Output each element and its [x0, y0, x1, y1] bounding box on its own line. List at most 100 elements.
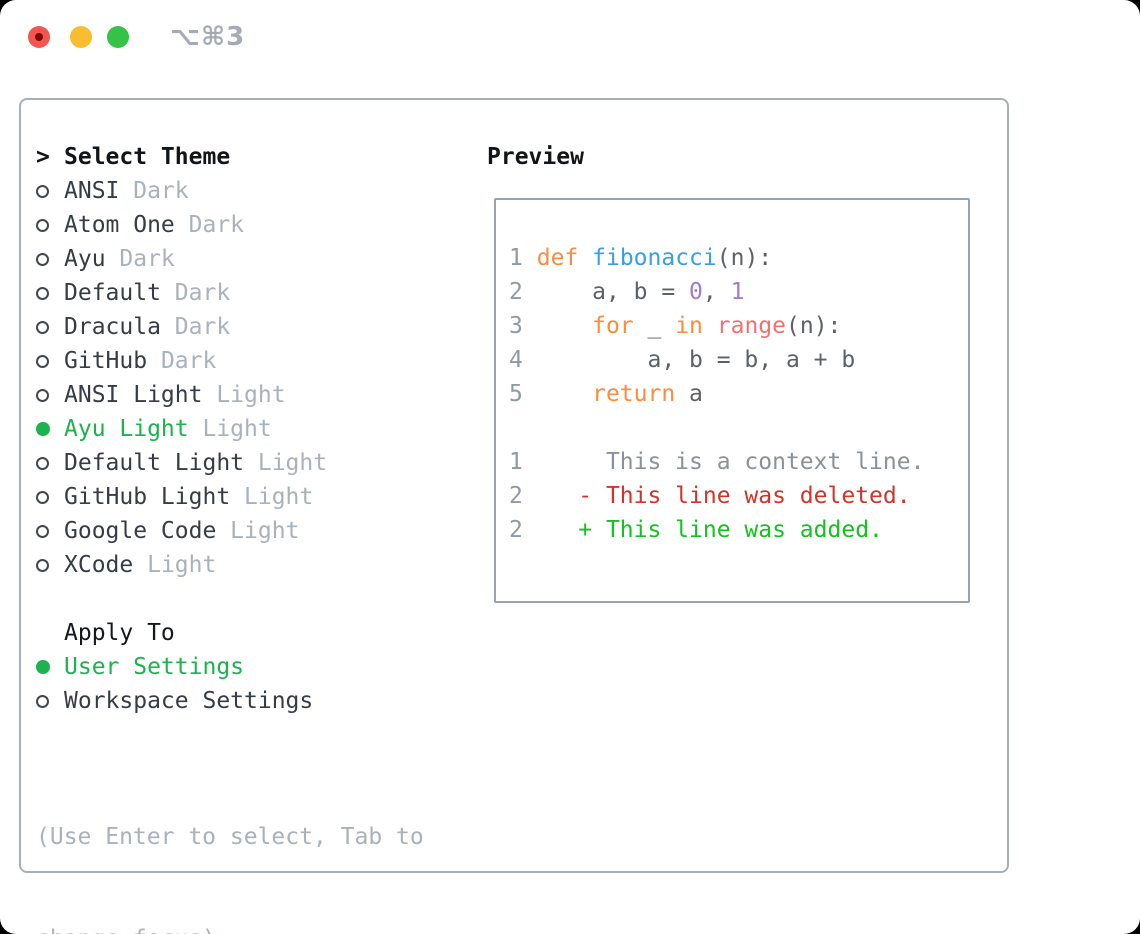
close-dot-icon	[35, 33, 43, 41]
theme-variant: Dark	[147, 348, 217, 374]
token-pl	[523, 245, 537, 271]
diff-line: 2 - This line was deleted.	[509, 479, 968, 513]
theme-name: Dracula	[64, 314, 161, 340]
radio-marker	[36, 456, 64, 470]
close-button[interactable]	[28, 26, 50, 48]
token-ln: 1	[509, 449, 523, 475]
token-pl	[578, 245, 592, 271]
token-kw: return	[592, 381, 676, 407]
hint-line-1: (Use Enter to select, Tab to	[36, 824, 424, 850]
token-num: 1	[730, 279, 745, 305]
token-pl: ,	[702, 279, 731, 305]
token-ln: 2	[509, 483, 523, 509]
theme-option[interactable]: Google Code Light	[36, 514, 487, 548]
token-pl: a, b =	[522, 279, 690, 305]
theme-option[interactable]: XCode Light	[36, 548, 487, 582]
hint-line-2: change focus)	[36, 922, 487, 934]
radio-icon	[36, 218, 49, 232]
radio-selected-icon	[36, 660, 50, 674]
code-line: 4 a, b = b, a + b	[509, 343, 968, 377]
radio-marker	[36, 388, 64, 402]
maximize-button[interactable]	[107, 26, 129, 48]
apply-target-option[interactable]: User Settings	[36, 650, 487, 684]
theme-option[interactable]: Dracula Dark	[36, 310, 487, 344]
radio-selected-icon	[36, 422, 50, 436]
theme-name: Atom One	[64, 212, 175, 238]
theme-name: Ayu	[64, 246, 106, 272]
radio-icon	[36, 694, 49, 708]
radio-marker	[36, 218, 64, 232]
radio-icon	[36, 456, 49, 470]
theme-name: ANSI	[64, 178, 120, 204]
theme-option[interactable]: ANSI Light Light	[36, 378, 487, 412]
radio-icon	[36, 286, 49, 300]
apply-target-name: User Settings	[64, 654, 245, 680]
radio-icon	[36, 184, 49, 198]
radio-marker	[36, 354, 64, 368]
theme-name: GitHub Light	[64, 484, 231, 510]
token-ctx: This is a context line.	[522, 449, 925, 475]
theme-option[interactable]: Default Light Light	[36, 446, 487, 480]
radio-marker	[36, 660, 64, 674]
code-line: 5 return a	[509, 377, 968, 411]
theme-variant: Dark	[160, 280, 231, 306]
token-num: 0	[689, 279, 703, 305]
token-kw: def	[536, 245, 579, 271]
select-theme-label: Select Theme	[64, 144, 231, 170]
theme-option[interactable]: GitHub Light Light	[36, 480, 487, 514]
token-pl: (n):	[786, 313, 842, 339]
theme-variant: Light	[230, 484, 314, 510]
radio-marker	[36, 184, 64, 198]
radio-marker	[36, 252, 64, 266]
theme-name: ANSI Light	[64, 382, 203, 408]
token-kw: for	[592, 313, 634, 339]
token-pl	[703, 313, 717, 339]
theme-variant: Light	[133, 552, 217, 578]
radio-icon	[36, 524, 49, 538]
theme-name: Default	[64, 280, 161, 306]
diff-line: 2 + This line was added.	[509, 513, 968, 547]
code-line: 3 for _ in range(n):	[509, 309, 968, 343]
token-ln: 2	[509, 279, 523, 305]
apply-target-option[interactable]: Workspace Settings	[36, 684, 487, 718]
token-pl: _	[633, 313, 676, 339]
radio-marker	[36, 320, 64, 334]
theme-option[interactable]: Ayu Dark	[36, 242, 487, 276]
cursor-icon: >	[36, 144, 50, 170]
preview-panel: Preview 1 def fibonacci(n):2 a, b = 0, 1…	[487, 100, 1007, 871]
radio-marker	[36, 694, 64, 708]
theme-option[interactable]: ANSI Dark	[36, 174, 487, 208]
titlebar: ⌥⌘3	[0, 0, 1140, 74]
token-ln: 3	[509, 313, 523, 339]
radio-marker	[36, 490, 64, 504]
theme-option[interactable]: Atom One Dark	[36, 208, 487, 242]
token-add: + This line was added.	[522, 517, 883, 543]
radio-icon	[36, 252, 49, 266]
theme-option[interactable]: Default Dark	[36, 276, 487, 310]
theme-name: XCode	[64, 552, 134, 578]
theme-variant: Light	[244, 450, 328, 476]
minimize-button[interactable]	[70, 26, 92, 48]
theme-variant: Dark	[105, 246, 175, 272]
apply-target-name: Workspace Settings	[64, 688, 314, 714]
code-line: 2 a, b = 0, 1	[509, 275, 968, 309]
token-ln: 4	[509, 347, 523, 373]
theme-variant: Dark	[160, 314, 231, 340]
theme-option[interactable]: GitHub Dark	[36, 344, 487, 378]
window-title: ⌥⌘3	[170, 22, 246, 52]
theme-option[interactable]: Ayu Light Light	[36, 412, 487, 446]
theme-variant: Dark	[119, 178, 189, 204]
theme-name: Default Light	[64, 450, 245, 476]
theme-variant: Light	[202, 382, 286, 408]
code-line: 1 def fibonacci(n):	[509, 241, 968, 275]
token-pl: a, b = b, a + b	[522, 347, 856, 373]
apply-to-header-row: Apply To	[36, 616, 487, 650]
select-theme-header-row: > Select Theme	[36, 140, 487, 174]
